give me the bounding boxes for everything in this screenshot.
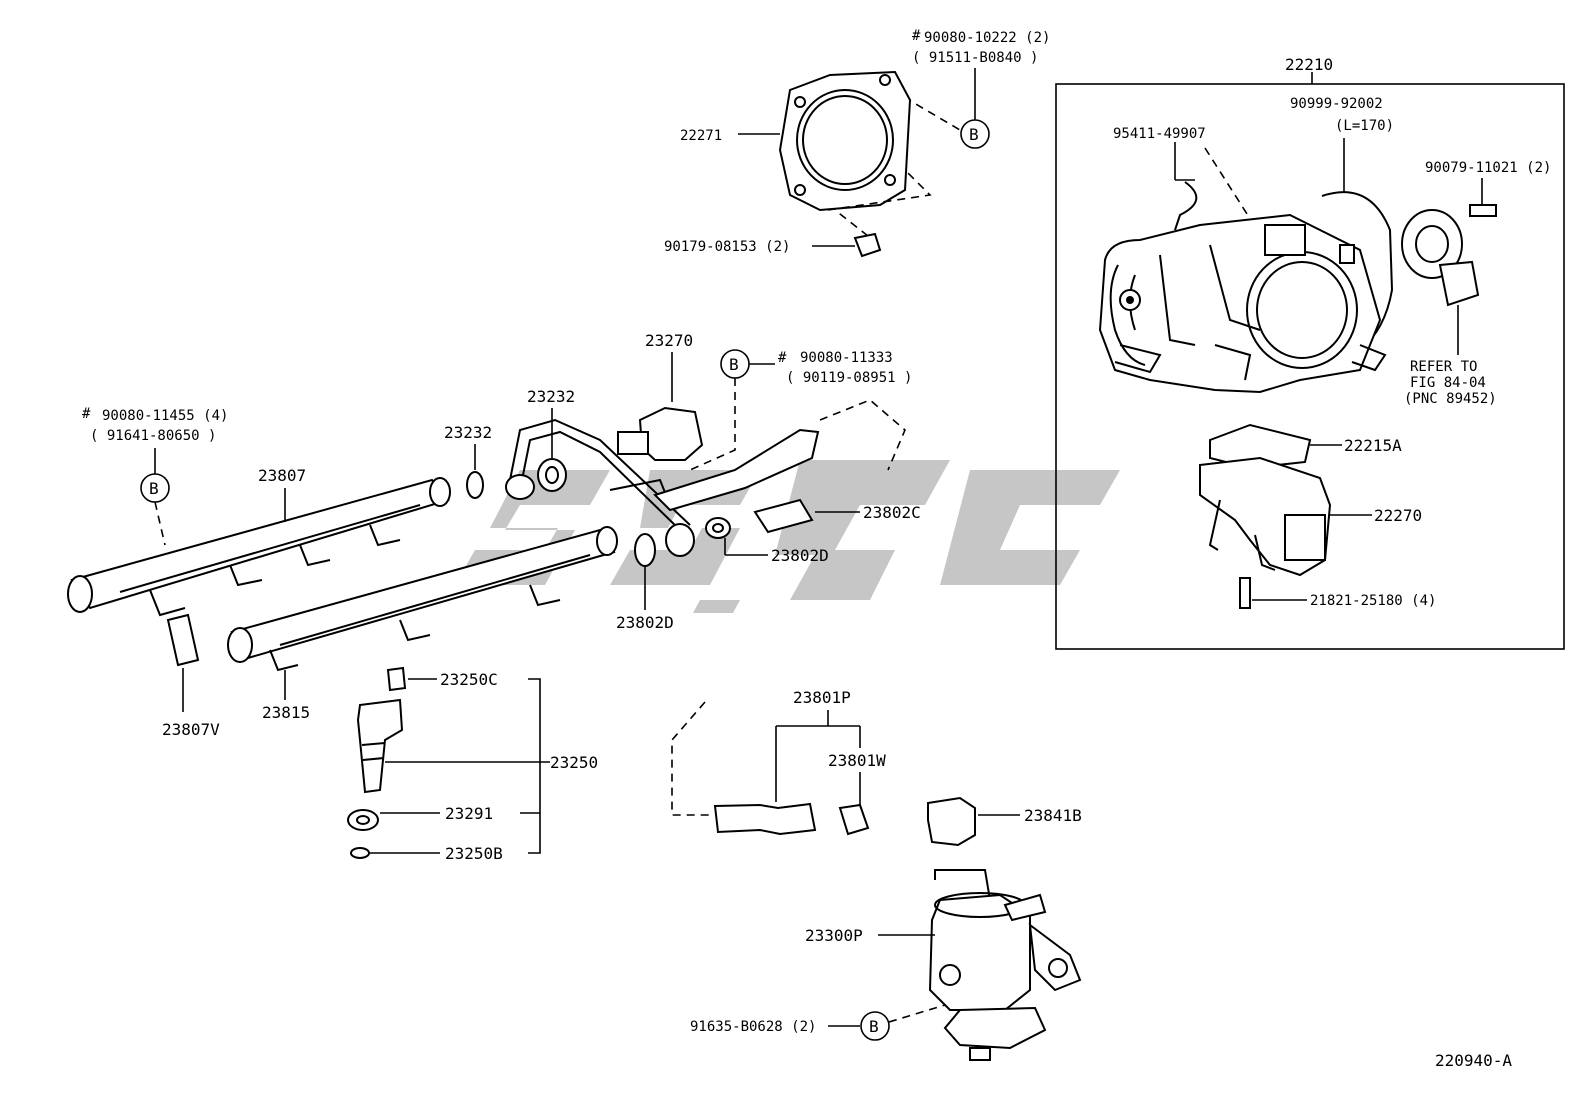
label-23232-left: 23232	[444, 423, 492, 442]
label-90080-10222: 90080-10222 (2)	[924, 30, 1050, 46]
label-23270: 23270	[645, 331, 693, 350]
label-23232-upper: 23232	[527, 387, 575, 406]
label-22215A: 22215A	[1344, 436, 1402, 455]
fuel-hose-upper	[653, 428, 820, 512]
label-23250C: 23250C	[440, 670, 498, 689]
label-90999-92002: 90999-92002	[1290, 96, 1383, 112]
callout-b-1	[960, 119, 990, 149]
retainer-clip	[838, 803, 870, 836]
throttle-gasket-group: # 90080-10222 (2) ( 91511-B0840 ) B 2227…	[664, 28, 1050, 258]
label-91511-B0840: ( 91511-B0840 )	[912, 50, 1038, 66]
label-22270: 22270	[1374, 506, 1422, 525]
fuel-injector	[356, 698, 404, 794]
screw	[1469, 204, 1497, 217]
throttle-body-group: 22210 95411-49907 90999-92002 (L=170)	[1055, 55, 1565, 650]
label-23802D-right: 23802D	[771, 546, 829, 565]
union-bolt	[753, 498, 814, 534]
label-refer-fig: FIG 84-04	[1410, 375, 1486, 391]
gasket-23802D-left	[634, 533, 656, 567]
label-refer-to: REFER TO	[1410, 359, 1477, 375]
label-22210: 22210	[1285, 55, 1333, 74]
injector-group: 23250C 23250 23291 23250B	[347, 666, 598, 863]
throttle-body	[1098, 213, 1387, 394]
figure-id: 220940-A	[1435, 1051, 1512, 1070]
label-23802D-left: 23802D	[616, 613, 674, 632]
label-90179-08153: 90179-08153 (2)	[664, 239, 790, 255]
label-23300P: 23300P	[805, 926, 863, 945]
label-90079-11021: 90079-11021 (2)	[1425, 160, 1551, 176]
fuel-filter-bracket-group: 23841B	[927, 796, 1082, 847]
fuel-pipe	[509, 418, 691, 526]
label-23841B: 23841B	[1024, 806, 1082, 825]
fuel-pipe-group: 23270 B # 90080-11333 ( 90119-08951 ) 23…	[444, 331, 921, 632]
fuel-pressure-regulator	[617, 406, 704, 461]
label-23250: 23250	[550, 753, 598, 772]
callout-b-3-letter: B	[149, 479, 159, 498]
callout-b-4	[860, 1011, 890, 1041]
label-91635-B0628: 91635-B0628 (2)	[690, 1019, 816, 1035]
fuel-pump-group: 23300P 91635-B0628 (2) B	[690, 869, 1082, 1061]
delivery-pipe-23815	[227, 526, 618, 672]
injector-cap	[386, 666, 407, 692]
fuel-hose-connector-group: 23801P 23801W	[671, 688, 886, 836]
callout-b-2-letter: B	[729, 355, 739, 374]
label-23250B: 23250B	[445, 844, 503, 863]
label-23291: 23291	[445, 804, 493, 823]
pipe-gasket	[466, 471, 484, 499]
hash-marker-3: #	[82, 406, 91, 422]
label-21821-25180: 21821-25180 (4)	[1310, 593, 1436, 609]
iac-screw	[1239, 577, 1251, 609]
delivery-pipe-group: # 90080-11455 (4) ( 91641-80650 ) B 2380…	[67, 406, 618, 739]
label-90080-11333: 90080-11333	[800, 350, 893, 366]
oring-23250B	[350, 847, 370, 859]
label-23807: 23807	[258, 466, 306, 485]
vacuum-hose	[1174, 181, 1198, 231]
gasket-23802D-right	[705, 517, 731, 539]
label-23801W: 23801W	[828, 751, 886, 770]
label-23815: 23815	[262, 703, 310, 722]
label-refer-pnc: (PNC 89452)	[1404, 391, 1497, 407]
label-90119-08951: ( 90119-08951 )	[786, 370, 912, 386]
clamp-23841B	[927, 796, 976, 847]
label-22271: 22271	[680, 128, 722, 144]
label-l170: (L=170)	[1335, 118, 1394, 134]
throttle-position-sensor	[1401, 209, 1480, 307]
fuel-hose-connector	[713, 802, 817, 836]
fuel-pump	[928, 869, 1082, 1061]
iac-gasket	[1209, 423, 1312, 470]
label-91641-80650: ( 91641-80650 )	[90, 428, 216, 444]
label-23807V: 23807V	[162, 720, 220, 739]
damper-23807V	[166, 613, 200, 667]
label-23801P: 23801P	[793, 688, 851, 707]
label-90080-11455: 90080-11455 (4)	[102, 408, 228, 424]
insulator-23291	[347, 809, 379, 831]
idle-air-control-valve	[1199, 456, 1332, 577]
gasket-nut	[853, 232, 882, 258]
delivery-pipe-23807	[67, 477, 451, 617]
label-23802C: 23802C	[863, 503, 921, 522]
callout-b-4-letter: B	[869, 1017, 879, 1036]
hash-marker: #	[912, 28, 921, 44]
callout-b-1-letter: B	[969, 125, 979, 144]
hash-marker-2: #	[778, 350, 787, 366]
group-box	[1055, 83, 1565, 650]
label-95411-49907: 95411-49907	[1113, 126, 1206, 142]
